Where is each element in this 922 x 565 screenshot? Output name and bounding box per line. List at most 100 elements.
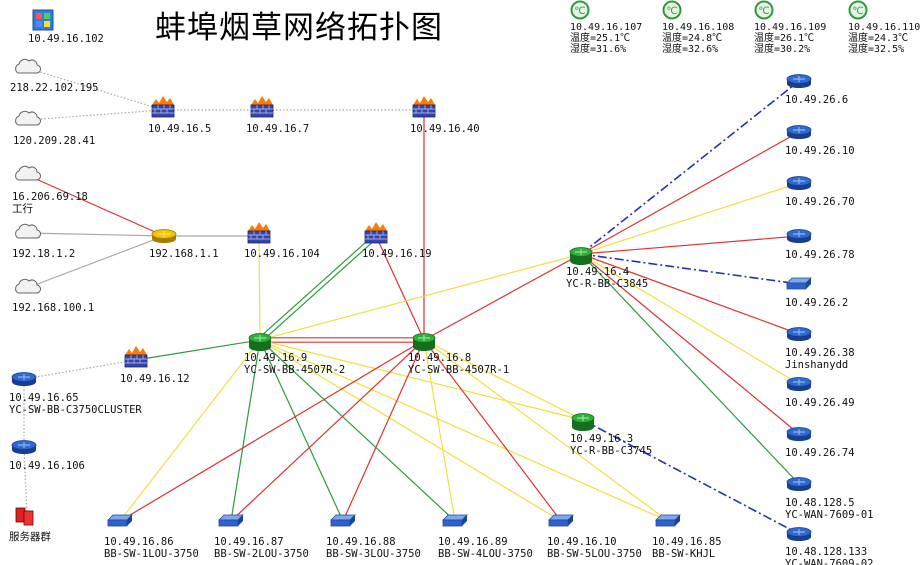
switch-icon [786, 277, 812, 290]
node-c218[interactable]: 218.22.102.195 [10, 58, 99, 94]
cloud-icon [15, 278, 41, 294]
node-b106[interactable]: 10.49.16.106 [9, 440, 85, 473]
link-f12-b65 [23, 359, 137, 380]
node-f40[interactable]: 10.49.16.40 [410, 96, 480, 135]
router-icon [786, 229, 812, 243]
switch-icon [107, 514, 133, 527]
link-s9-r4 [259, 253, 582, 341]
link-s8-w85 [423, 339, 669, 522]
node-label: 10.49.26.10 [785, 145, 855, 157]
link-s9-w88 [259, 339, 344, 522]
firewall-icon [151, 96, 175, 118]
link-s8-w87 [230, 339, 425, 522]
core-switch-icon [571, 413, 595, 431]
node-n102[interactable]: 10.49.16.102 [28, 9, 104, 45]
node-hostname: BB-SW-2LOU-3750 [214, 548, 309, 560]
link-s9-w87 [230, 339, 261, 522]
cloud-icon [15, 165, 41, 181]
link-r4-w262 [580, 253, 800, 285]
core-switch-icon [569, 247, 593, 265]
links-layer [23, 67, 800, 535]
node-hostname: BB-SW-5LOU-3750 [547, 548, 642, 560]
node-label: 218.22.102.195 [10, 82, 99, 94]
node-label: 10.48.128.5 [785, 497, 855, 509]
link-s9-w86 [119, 339, 261, 522]
node-c192b[interactable]: 192.168.100.1 [12, 278, 94, 314]
firewall-icon [250, 96, 274, 118]
link-c192a-r192 [26, 232, 165, 237]
switch-icon [330, 514, 356, 527]
node-label: 192.18.1.2 [12, 248, 75, 260]
node-b2678[interactable]: 10.49.26.78 [785, 229, 855, 262]
node-hostname: YC-SW-BB-C3750CLUSTER [9, 404, 142, 416]
node-r3[interactable]: 10.49.16.3YC-R-BB-C3745 [570, 413, 652, 458]
node-label: 服务器群 [9, 530, 51, 543]
firewall-icon [124, 346, 148, 368]
node-c120[interactable]: 120.209.28.41 [13, 110, 95, 147]
node-label: 10.49.16.85 [652, 536, 722, 548]
link-s8-r3 [423, 339, 584, 421]
link-c16-r192 [26, 174, 165, 237]
link-s8-r4 [423, 253, 582, 341]
link-s9-w10 [259, 339, 562, 522]
node-label: 10.49.16.40 [410, 123, 480, 135]
node-label: 10.49.16.86 [104, 536, 174, 548]
node-c192a[interactable]: 192.18.1.2 [12, 223, 75, 260]
page-title: 蚌埠烟草网络拓扑图 [155, 10, 443, 46]
cloud-icon [15, 223, 41, 239]
node-r192[interactable]: 192.168.1.1 [149, 229, 219, 261]
node-label: 10.49.16.102 [28, 33, 104, 45]
node-label: 10.49.16.5 [148, 123, 211, 135]
link-f19-s8 [375, 235, 425, 341]
link-c218-f5 [26, 67, 164, 111]
node-label: 16.206.69.18 [12, 191, 88, 203]
node-f5[interactable]: 10.49.16.5 [148, 96, 211, 135]
node-f12[interactable]: 10.49.16.12 [120, 346, 190, 385]
node-srv[interactable]: 服务器群 [9, 507, 51, 543]
node-f7[interactable]: 10.49.16.7 [246, 96, 309, 135]
node-r4[interactable]: 10.49.16.4YC-R-BB-C3845 [566, 247, 648, 291]
link-b106-srv [23, 446, 28, 517]
router-icon [786, 125, 812, 139]
node-label: 10.48.128.133 [785, 546, 867, 558]
node-b2649[interactable]: 10.49.26.49 [785, 377, 855, 410]
link-s8-w86 [119, 339, 425, 522]
cloud-icon [15, 58, 41, 74]
switch-icon [218, 514, 244, 527]
switch-icon [548, 514, 574, 527]
sensor-ip: 10.49.16.107 [570, 22, 643, 33]
firewall-icon [412, 96, 436, 118]
router-icon [786, 527, 812, 541]
node-b2610[interactable]: 10.49.26.10 [785, 125, 855, 158]
firewall-icon [247, 222, 271, 244]
node-b266[interactable]: 10.49.26.6 [785, 74, 848, 107]
link-c192b-r192 [26, 235, 165, 289]
temperature-sensor-icon: ℃ [848, 0, 868, 23]
link-r4-b2678 [580, 235, 800, 255]
node-label: 192.168.1.1 [149, 248, 219, 260]
node-w262[interactable]: 10.49.26.2 [785, 277, 848, 309]
application-icon [32, 9, 54, 31]
node-b2670[interactable]: 10.49.26.70 [785, 176, 855, 209]
node-hostname: YC-WAN-7609-01 [785, 509, 874, 521]
node-f104[interactable]: 10.49.16.104 [244, 222, 320, 260]
node-s9[interactable]: 10.49.16.9YC-SW-BB-4507R-2 [244, 333, 345, 377]
node-label: 120.209.28.41 [13, 135, 95, 147]
node-s8[interactable]: 10.49.16.8YC-SW-BB-4507R-1 [408, 333, 509, 377]
node-f19[interactable]: 10.49.16.19 [362, 222, 432, 260]
node-b1285[interactable]: 10.48.128.5YC-WAN-7609-01 [785, 477, 874, 522]
node-b2674[interactable]: 10.49.26.74 [785, 427, 855, 460]
node-hostname: YC-R-BB-C3845 [566, 278, 648, 290]
node-label: 10.49.16.7 [246, 123, 309, 135]
